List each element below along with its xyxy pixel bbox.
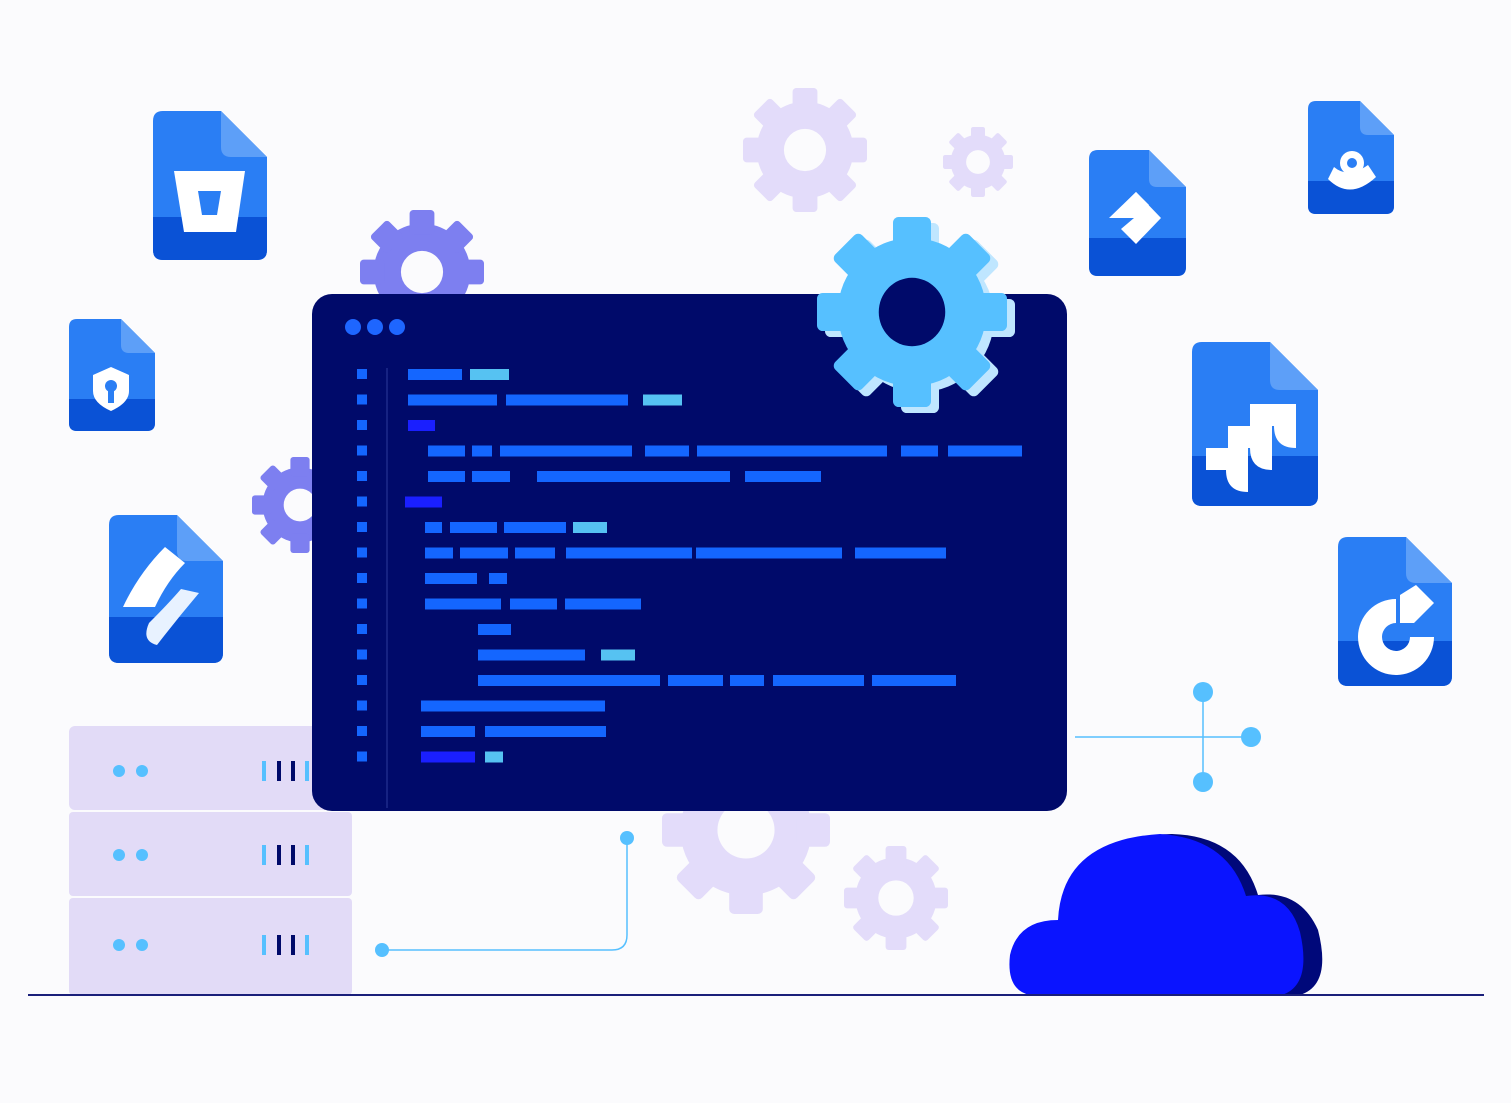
file-compass [1338,537,1452,686]
gear-icon-lavender-bottom-large [662,746,830,914]
code-token [460,547,508,559]
code-token [948,445,1022,457]
code-token [565,598,641,610]
file-confluence [109,515,223,663]
code-token [470,369,509,380]
code-token [421,700,605,712]
code-token [478,624,511,635]
server-unit [69,812,352,896]
line-marker [357,522,367,532]
code-lines [405,369,1022,763]
network-node [1075,682,1261,792]
code-token [566,547,692,559]
gear-icon-accent [817,217,1015,413]
file-jira-software [1089,150,1186,276]
file-opsgenie [1308,101,1394,214]
bitbucket-icon [174,171,245,232]
line-marker [357,445,367,456]
code-token [697,445,887,457]
code-token [472,471,510,482]
gear-icon-purple-left [252,457,348,553]
code-token [478,675,660,686]
gear-icon-lavender-bottom-small [844,846,948,950]
line-marker [357,369,367,379]
shield-keyhole-icon [93,367,129,411]
code-token [537,471,730,482]
cloud-icon [1009,834,1323,995]
line-marker [357,751,367,762]
code-token [421,751,475,763]
code-token [408,394,497,406]
code-token [601,649,635,661]
line-marker [357,471,367,481]
code-token [478,649,585,661]
code-token [773,675,864,686]
code-token [506,394,628,406]
code-token [745,471,821,482]
window-controls [345,319,405,335]
code-token [485,751,503,763]
line-marker [357,649,367,660]
line-marker [357,547,367,558]
line-marker [357,700,367,711]
line-marker [357,598,367,609]
code-token [510,598,557,610]
code-token [668,675,723,686]
code-token [500,445,632,457]
code-token [730,675,764,686]
code-window [312,294,1067,811]
code-token [855,547,946,559]
line-marker [357,726,367,736]
code-token [573,522,607,533]
code-token [428,471,465,482]
gear-icon-lavender-small [943,127,1013,197]
line-marker [357,420,367,430]
code-token [428,445,465,457]
window-dot [367,319,383,335]
line-marker [357,675,367,685]
jira-icon [1206,404,1296,492]
code-token [643,394,682,406]
code-token [504,522,566,533]
code-token [421,726,475,737]
code-token [645,445,689,457]
connector-line [375,831,634,957]
file-jira [1192,342,1318,506]
server-stack [69,726,352,995]
confluence-icon [123,547,199,645]
window-dot [345,319,361,335]
line-number-gutter [357,369,367,762]
file-bitbucket [153,111,267,260]
gear-icon-lavender-large [743,88,867,212]
line-marker [357,394,367,405]
code-token [489,573,507,584]
code-token [408,369,462,380]
window-dot [389,319,405,335]
gear-icon-purple-top [360,210,484,334]
code-token [425,573,477,584]
code-token [901,445,938,457]
code-token [872,675,956,686]
server-unit [69,898,352,995]
compass-icon [1358,585,1434,675]
code-token [405,496,442,508]
code-token [425,522,442,533]
code-token [485,726,606,737]
file-security [69,319,155,431]
code-token [696,547,842,559]
code-token [515,547,555,559]
line-marker [357,573,367,583]
line-marker [357,624,367,634]
code-token [408,420,435,431]
line-marker [357,496,367,507]
server-unit [69,726,352,810]
jira-software-icon [1109,192,1161,244]
code-token [450,522,497,533]
code-token [472,445,492,457]
opsgenie-icon [1328,151,1376,190]
code-token [425,547,453,559]
code-token [425,598,501,610]
